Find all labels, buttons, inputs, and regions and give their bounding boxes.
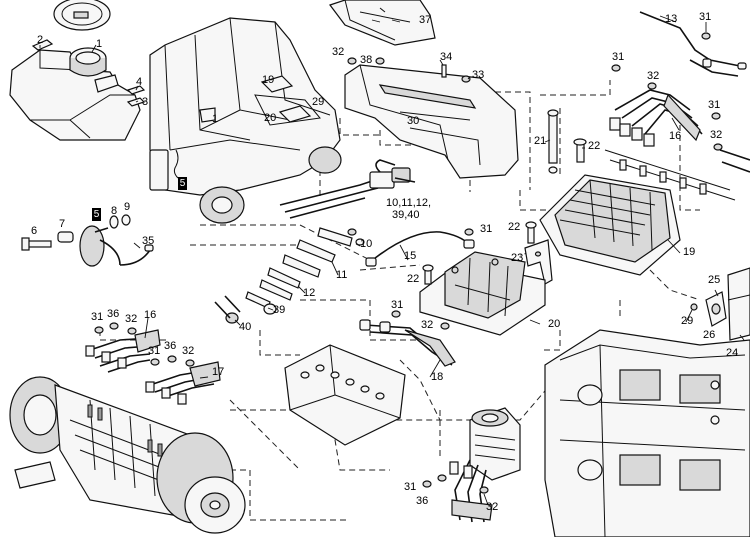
callout-1-forklift: 1 — [212, 113, 219, 125]
callout-39: 39 — [273, 304, 286, 316]
callout-32-battery: 32 — [421, 319, 434, 331]
harness-left-17 — [145, 355, 221, 405]
washer-8 — [109, 215, 119, 229]
callout-24: 24 — [726, 347, 739, 359]
callout-6: 6 — [31, 225, 38, 237]
callout-30: 30 — [407, 115, 420, 127]
callout-34: 34 — [440, 51, 453, 63]
cover-fasteners — [347, 57, 471, 83]
callout-31-battery: 31 — [391, 299, 404, 311]
callout-22-top: 22 — [588, 140, 601, 152]
pump-motor — [422, 407, 521, 523]
battery-box — [284, 344, 406, 446]
callout-26: 26 — [703, 329, 716, 341]
callout-19-forklift: 19 — [262, 74, 275, 86]
cable-13 — [639, 11, 747, 77]
callout-20-contactor: 20 — [548, 318, 561, 330]
harness-left-16 — [85, 322, 161, 373]
callout-21: 21 — [534, 135, 547, 147]
switch-5 — [79, 225, 154, 267]
sleeve-7 — [57, 231, 74, 243]
contactor-panel-20 — [419, 251, 546, 336]
callout-31-pump: 31 — [404, 481, 417, 493]
top-cover — [329, 0, 436, 46]
callout-32-mid: 32 — [182, 345, 195, 357]
callout-25: 25 — [708, 274, 721, 286]
callout-12: 12 — [303, 287, 316, 299]
callout-38: 38 — [360, 54, 373, 66]
chassis-frame — [544, 329, 750, 537]
callout-10-11-12: 10,11,12, — [386, 197, 432, 209]
callout-32-left: 32 — [125, 313, 138, 325]
callout-32-pump: 32 — [486, 501, 499, 513]
callout-29-forklift: 29 — [312, 96, 325, 108]
callout-36-mid: 36 — [164, 340, 177, 352]
nut-9 — [121, 214, 131, 226]
callout-31-right: 31 — [708, 99, 721, 111]
callout-32-harness: 32 — [647, 70, 660, 82]
pin-21 — [547, 109, 559, 174]
callout-36-left: 36 — [107, 308, 120, 320]
cable-15 — [365, 228, 475, 267]
callout-29-right: 29 — [681, 315, 694, 327]
callout-3: 3 — [142, 96, 149, 108]
callout-33: 33 — [472, 69, 485, 81]
terminal-strip — [604, 149, 750, 201]
callout-39-40: 39,40 — [392, 209, 420, 221]
callout-35: 35 — [142, 235, 155, 247]
callout-15: 15 — [404, 250, 417, 262]
callout-37: 37 — [419, 14, 432, 26]
screw-29 — [690, 303, 698, 311]
bolt-22b — [525, 221, 537, 244]
bolt-22 — [573, 138, 587, 163]
bolt-22c — [422, 264, 434, 285]
cable-harness-18 — [359, 310, 456, 367]
leader-lines — [39, 15, 745, 506]
callout-8: 8 — [111, 205, 118, 217]
speedometer-instrument — [53, 0, 111, 31]
bolt-6 — [21, 237, 52, 251]
callout-31-harness: 31 — [612, 51, 625, 63]
callout-32-right: 32 — [710, 129, 723, 141]
callout-17: 17 — [212, 366, 225, 378]
callout-1: 1 — [96, 38, 103, 50]
callout-31-cable15: 31 — [480, 223, 493, 235]
callout-7: 7 — [59, 218, 66, 230]
callout-2: 2 — [37, 34, 44, 46]
callout-16-right: 16 — [669, 130, 682, 142]
callout-10: 10 — [360, 238, 373, 250]
callout-40: 40 — [239, 321, 252, 333]
callout-31-left: 31 — [91, 311, 104, 323]
callout-22-mid: 22 — [508, 221, 521, 233]
callout-20-forklift: 20 — [264, 112, 277, 124]
callout-23: 23 — [511, 252, 524, 264]
callout-31-mid: 31 — [148, 345, 161, 357]
callout-13: 13 — [665, 13, 678, 25]
housing-24 — [727, 267, 750, 341]
display-gauge — [69, 47, 107, 77]
cable-harness-16 — [609, 64, 723, 151]
drive-motor — [9, 376, 246, 534]
callout-32-top: 32 — [332, 46, 345, 58]
dashboard-housing — [9, 49, 141, 141]
callout-18: 18 — [431, 371, 444, 383]
connector-set — [214, 227, 365, 324]
callout-11: 11 — [336, 269, 348, 281]
callout-36-pump: 36 — [416, 495, 429, 507]
callout-19-controller: 19 — [683, 246, 696, 258]
cable-harness-main — [279, 159, 416, 219]
controller-19 — [539, 174, 681, 276]
callout-16-left: 16 — [144, 309, 157, 321]
forklift-outline — [149, 17, 342, 224]
sensor-26 — [705, 291, 727, 327]
callout-5-switch: 5 — [92, 208, 101, 221]
callout-31-top-right: 31 — [699, 11, 712, 23]
callout-22-contactor: 22 — [407, 273, 420, 285]
callout-4: 4 — [136, 76, 143, 88]
callout-5-forklift: 5 — [178, 177, 187, 190]
callout-9: 9 — [124, 201, 131, 213]
mounting-bracket — [344, 64, 519, 179]
